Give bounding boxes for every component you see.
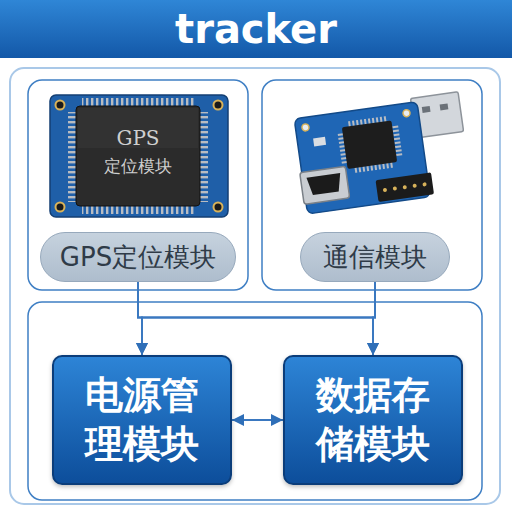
gps-chip-picture xyxy=(50,95,228,217)
connector-arrow xyxy=(142,282,375,355)
module-name: 通信模块 xyxy=(323,240,427,275)
comm-module-picture xyxy=(292,92,472,214)
module-panel xyxy=(262,80,482,290)
module-name: 电源管理模块 xyxy=(81,371,203,470)
module-name: GPS定位模块 xyxy=(60,240,216,275)
module-label: GPS定位模块 xyxy=(40,232,236,282)
chip-marking: GPS xyxy=(116,126,159,150)
module-panel xyxy=(28,302,482,500)
diagram-title: tracker xyxy=(0,0,512,58)
connector-arrow xyxy=(232,419,283,421)
outer-frame xyxy=(10,68,500,504)
module-panel xyxy=(28,80,248,290)
chip-marking: 定位模块 xyxy=(104,155,172,178)
title-band xyxy=(0,0,512,58)
module-box: 电源管理模块 xyxy=(52,355,232,485)
connector-arrow xyxy=(373,282,375,355)
module-label: 通信模块 xyxy=(300,232,450,282)
module-name: 数据存储模块 xyxy=(312,371,434,470)
module-box: 数据存储模块 xyxy=(283,355,463,485)
